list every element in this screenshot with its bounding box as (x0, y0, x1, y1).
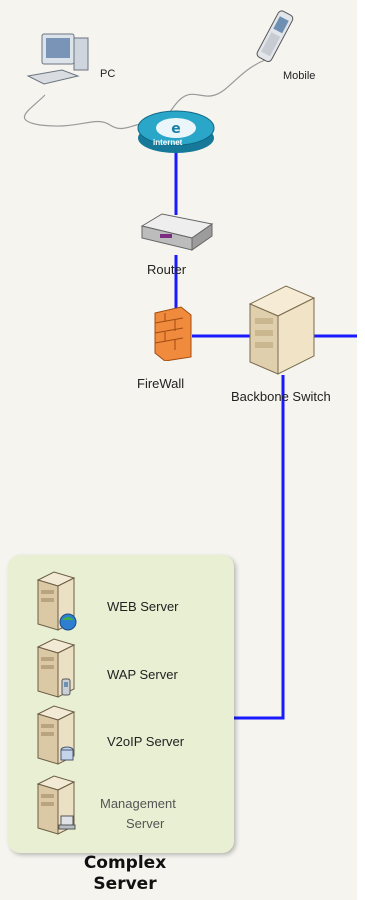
internet-globe-icon: e (137, 110, 215, 153)
backbone-switch-icon (248, 285, 316, 375)
management-server-label-line1: Management (100, 796, 176, 811)
complex-server-caption-line1: Complex (83, 853, 167, 873)
svg-text:e: e (171, 121, 181, 137)
router-label: Router (147, 262, 187, 277)
management-server-label-line2: Server (126, 816, 165, 831)
firewall-icon (154, 306, 192, 361)
internet-label: internet (153, 138, 183, 147)
server-icon (36, 571, 77, 631)
mobile-phone-icon (256, 10, 294, 63)
backbone-complex-server-link (233, 375, 285, 720)
complex-server-caption-line2: Server (93, 874, 157, 894)
right-page-edge (357, 0, 365, 900)
router-icon (140, 213, 214, 251)
server-icon (36, 638, 76, 698)
wap-server-label: WAP Server (107, 667, 178, 682)
mobile-label: Mobile (283, 70, 316, 82)
server-icon (36, 775, 76, 835)
web-server-label: WEB Server (107, 599, 179, 614)
pc-label: PC (100, 68, 116, 80)
firewall-label: FireWall (137, 376, 185, 391)
v2oip-server-label: V2oIP Server (107, 734, 185, 749)
pc-wireless-link (24, 94, 151, 130)
pc-icon (26, 33, 89, 85)
server-icon (36, 705, 76, 765)
backbone-switch-label: Backbone Switch (231, 389, 331, 404)
